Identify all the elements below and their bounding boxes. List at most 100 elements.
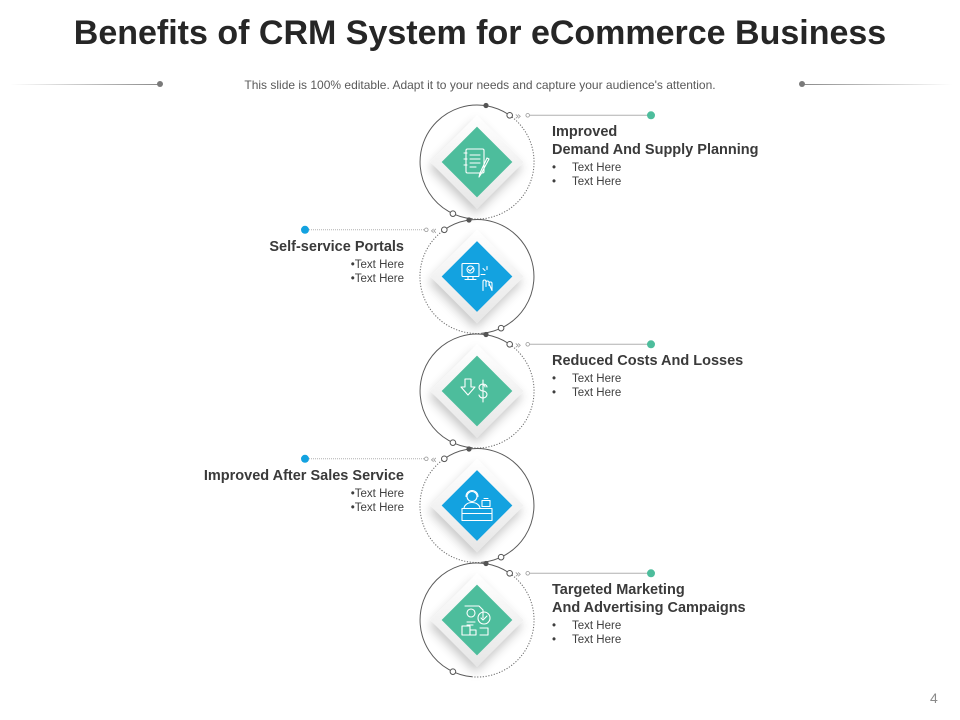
benefit-bullets: •Text Here•Text Here xyxy=(144,487,404,515)
diamond-fill xyxy=(441,470,513,541)
connector-start-dot xyxy=(525,342,530,347)
subtitle-rule-dot-right xyxy=(799,81,805,87)
connector-start-dot xyxy=(525,113,530,118)
slide-subtitle: This slide is 100% editable. Adapt it to… xyxy=(244,78,716,92)
bullet-text: Text Here xyxy=(572,620,622,633)
ring-dotted-arc xyxy=(471,343,535,449)
benefit-text-block: Targeted Marketing And Advertising Campa… xyxy=(552,581,812,647)
bullet-dot: • xyxy=(552,387,557,400)
benefit-bullets: • Text Here • Text Here xyxy=(552,161,812,189)
diamond-fill xyxy=(441,584,513,656)
bullet-text: Text Here xyxy=(572,634,622,647)
subtitle-rule-dot-left xyxy=(157,81,163,87)
slide-title: Benefits of CRM System for eCommerce Bus… xyxy=(73,14,887,52)
bullet-text: Text Here xyxy=(572,373,622,386)
diamond-frame xyxy=(430,344,524,438)
connector-end-dot xyxy=(647,340,655,349)
bullet-item: • Text Here xyxy=(552,619,812,633)
bullet-dot: • xyxy=(350,272,355,285)
chevron-right-icon: » xyxy=(515,109,522,122)
benefit-text-block: Self-service Portals•Text Here•Text Here xyxy=(144,238,404,286)
chevron-left-icon: « xyxy=(430,224,437,237)
bullet-dot: • xyxy=(552,620,557,633)
benefit-title: Reduced Costs And Losses xyxy=(552,353,744,370)
bullet-item: •Text Here xyxy=(144,258,404,272)
bullet-item: •Text Here xyxy=(144,501,404,515)
diamond-fill xyxy=(441,355,513,427)
bullet-item: •Text Here xyxy=(144,487,404,501)
ring-connector-dot xyxy=(506,112,513,119)
connector-start-dot xyxy=(424,456,429,462)
ring-solid-arc xyxy=(419,333,510,449)
benefit-title: Targeted Marketing And Advertising Campa… xyxy=(552,582,746,617)
ring-connector-dot xyxy=(506,341,513,348)
bullet-item: • Text Here xyxy=(552,372,812,386)
connector-start-dot xyxy=(525,571,530,576)
diamond-fill xyxy=(441,126,513,198)
ring-dotted-arc xyxy=(419,458,483,564)
bullet-dot: • xyxy=(350,258,355,271)
connector-start-dot xyxy=(424,227,429,233)
ring-dotted-arc xyxy=(471,114,535,220)
notepad-pencil-icon xyxy=(463,148,490,178)
connector-end-dot xyxy=(301,454,309,463)
ring-bottom-dot xyxy=(449,439,457,446)
benefit-title: Improved After Sales Service xyxy=(203,467,404,484)
page-number: 4 xyxy=(930,690,938,706)
bullet-item: • Text Here xyxy=(552,175,812,189)
diamond-frame xyxy=(430,573,524,667)
ring-top-dot xyxy=(483,102,489,109)
bullet-text: Text Here xyxy=(354,501,404,514)
ring-connector-dot xyxy=(441,455,448,463)
monitor-touch-icon xyxy=(461,262,493,292)
down-arrow-dollar-icon xyxy=(460,378,488,403)
bullet-item: • Text Here xyxy=(552,161,812,175)
ring-bottom-dot xyxy=(497,553,505,561)
bullet-text: Text Here xyxy=(354,487,404,500)
benefit-bullets: • Text Here • Text Here xyxy=(552,619,812,647)
benefit-text-block: Improved After Sales Service •Text Here•T… xyxy=(144,467,404,515)
ring-top-dot xyxy=(466,217,472,223)
ring-top-dot xyxy=(483,331,489,338)
bullet-text: Text Here xyxy=(572,162,622,175)
chevron-left-icon: « xyxy=(430,453,437,466)
bullet-dot: • xyxy=(552,634,557,647)
bullet-text: Text Here xyxy=(572,176,622,189)
bullet-item: • Text Here xyxy=(552,386,812,400)
bullet-text: Text Here xyxy=(354,272,404,285)
ring-solid-arc xyxy=(419,562,510,678)
ring-dotted-arc xyxy=(471,572,535,678)
chevron-right-icon: » xyxy=(515,338,522,351)
chevron-right-icon: » xyxy=(515,567,522,580)
ring-top-dot xyxy=(466,446,472,452)
benefit-text-block: Reduced Costs And Losses • Text Here • Text … xyxy=(552,352,812,400)
ring-connector-dot xyxy=(441,226,448,234)
bullet-dot: • xyxy=(350,501,355,514)
benefit-bullets: • Text Here • Text Here xyxy=(552,372,812,400)
subtitle-rule-left xyxy=(10,84,160,85)
ring-connector-dot xyxy=(506,570,513,577)
ring-solid-arc xyxy=(444,219,535,334)
bullet-item: •Text Here xyxy=(144,272,404,286)
connector-end-dot xyxy=(647,569,655,578)
ring-solid-arc xyxy=(444,448,535,563)
bullet-text: Text Here xyxy=(354,258,404,271)
benefit-title: Improved Demand And Supply Planning xyxy=(552,124,759,159)
ring-top-dot xyxy=(483,560,489,567)
ring-dotted-arc xyxy=(419,229,483,335)
bullet-dot: • xyxy=(552,162,557,175)
subtitle-rule-right xyxy=(802,84,952,85)
ring-bottom-dot xyxy=(449,210,457,217)
benefit-bullets: •Text Here•Text Here xyxy=(144,258,404,286)
benefit-text-block: Improved Demand And Supply Planning • Text… xyxy=(552,123,812,189)
ring-bottom-dot xyxy=(497,324,505,332)
bullet-item: • Text Here xyxy=(552,633,812,647)
service-desk-agent-icon xyxy=(461,489,493,522)
diamond-frame xyxy=(430,458,524,553)
ring-bottom-dot xyxy=(449,668,457,675)
bullet-dot: • xyxy=(552,176,557,189)
bullet-text: Text Here xyxy=(572,387,622,400)
bullet-dot: • xyxy=(552,373,557,386)
diamond-frame xyxy=(430,115,524,209)
